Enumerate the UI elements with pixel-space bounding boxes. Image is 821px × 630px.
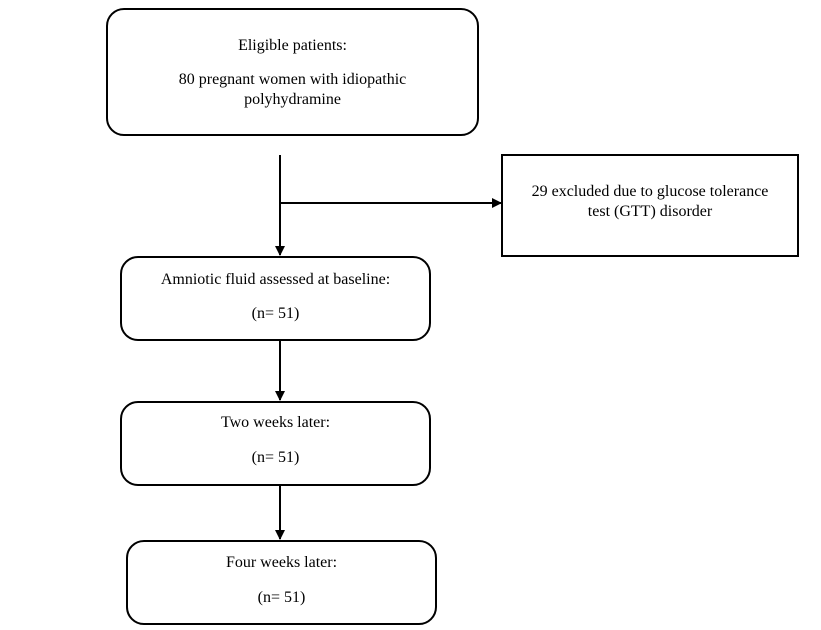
two-weeks-count: (n= 51) — [251, 449, 300, 466]
two-weeks-box: Two weeks later: (n= 51) — [120, 401, 431, 486]
excluded-line-2: test (GTT) disorder — [587, 203, 713, 220]
eligible-line-2: polyhydramine — [244, 91, 341, 108]
two-weeks-heading: Two weeks later: — [220, 414, 331, 431]
excluded-line-1: 29 excluded due to glucose tolerance — [531, 183, 769, 200]
eligible-line-1: 80 pregnant women with idiopathic — [178, 71, 407, 88]
baseline-box: Amniotic fluid assessed at baseline: (n=… — [120, 256, 431, 341]
four-weeks-heading: Four weeks later: — [225, 554, 338, 571]
excluded-box: 29 excluded due to glucose tolerance tes… — [501, 154, 799, 257]
eligible-heading: Eligible patients: — [238, 37, 347, 54]
baseline-heading: Amniotic fluid assessed at baseline: — [160, 271, 391, 288]
four-weeks-box: Four weeks later: (n= 51) — [126, 540, 437, 625]
eligible-patients-box: Eligible patients: 80 pregnant women wit… — [106, 8, 479, 136]
baseline-count: (n= 51) — [251, 305, 300, 322]
four-weeks-count: (n= 51) — [257, 589, 306, 606]
